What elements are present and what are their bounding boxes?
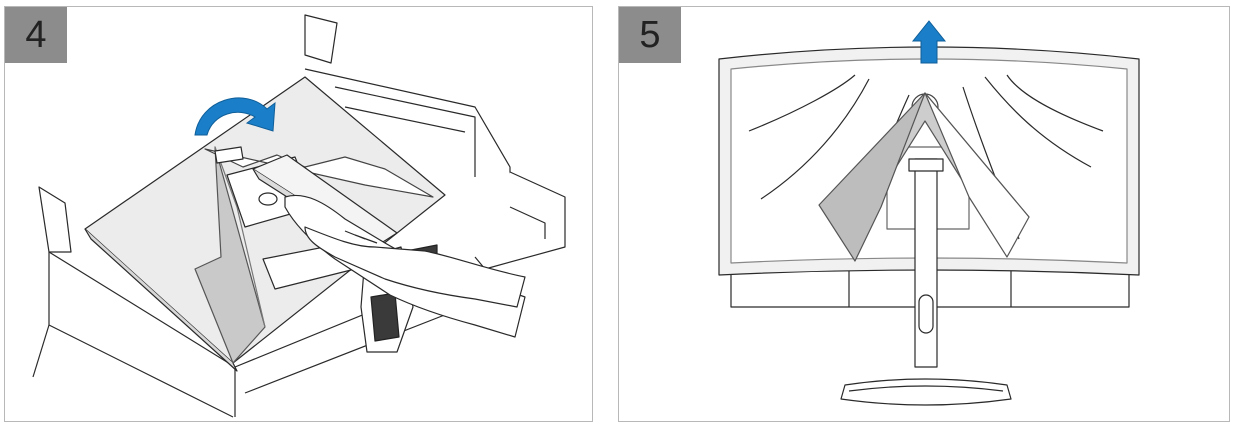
step-4-panel: 4 — [4, 6, 593, 422]
step-5-panel: 5 — [618, 6, 1230, 422]
up-arrow-icon — [911, 20, 947, 64]
step-4-illustration — [32, 14, 566, 418]
curved-rotate-arrow-icon — [194, 97, 276, 136]
step-4-badge: 4 — [5, 7, 67, 63]
step-5-illustration — [718, 46, 1140, 406]
step-5-badge: 5 — [619, 7, 681, 63]
